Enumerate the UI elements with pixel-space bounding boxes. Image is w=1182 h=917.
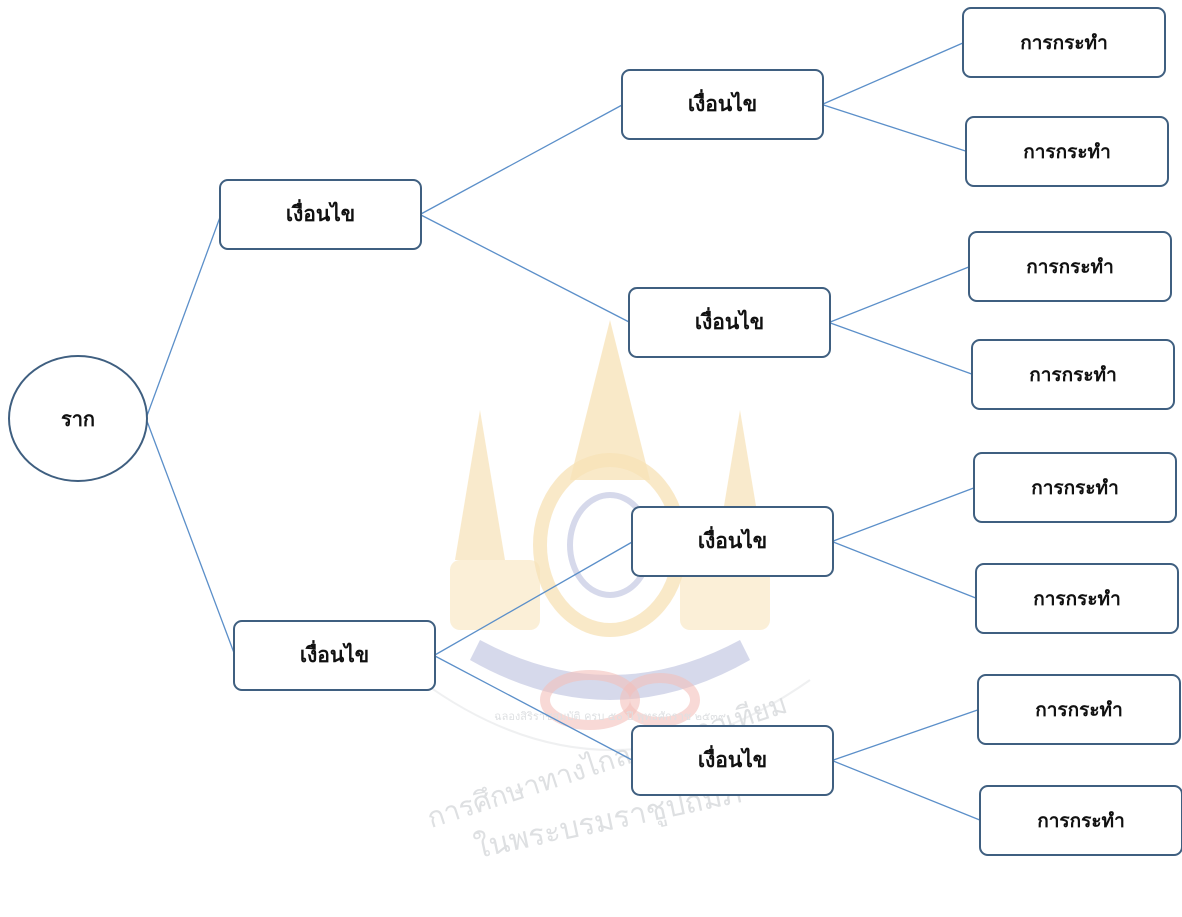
action-node-7: การกระทำ (977, 674, 1181, 745)
connector-line-1 (145, 214, 222, 419)
sub-condition-node-1: เงื่อนไข (621, 69, 824, 140)
connector-line-12 (831, 540, 978, 600)
connector-line-2 (145, 418, 236, 656)
connector-line-6 (433, 654, 634, 762)
connector-line-11 (831, 486, 976, 543)
action-node-5: การกระทำ (973, 452, 1177, 523)
sub-condition-node-2: เงื่อนไข (628, 287, 831, 358)
connector-line-9 (828, 265, 971, 324)
action-node-1: การกระทำ (962, 7, 1166, 78)
action-node-2: การกระทำ (965, 116, 1169, 187)
sub-condition-node-3: เงื่อนไข (631, 506, 834, 577)
condition-node-2: เงื่อนไข (233, 620, 436, 691)
connector-line-7 (821, 41, 965, 106)
connector-line-5 (433, 540, 634, 657)
root-node: ราก (8, 355, 148, 482)
action-node-8: การกระทำ (979, 785, 1182, 856)
condition-node-1: เงื่อนไข (219, 179, 422, 250)
connector-line-8 (821, 103, 968, 153)
connector-line-4 (419, 213, 631, 324)
connector-line-10 (828, 321, 974, 376)
connector-line-3 (419, 103, 624, 216)
action-node-4: การกระทำ (971, 339, 1175, 410)
sub-condition-node-4: เงื่อนไข (631, 725, 834, 796)
connector-line-13 (831, 708, 980, 762)
action-node-3: การกระทำ (968, 231, 1172, 302)
connector-line-14 (831, 759, 982, 822)
action-node-6: การกระทำ (975, 563, 1179, 634)
